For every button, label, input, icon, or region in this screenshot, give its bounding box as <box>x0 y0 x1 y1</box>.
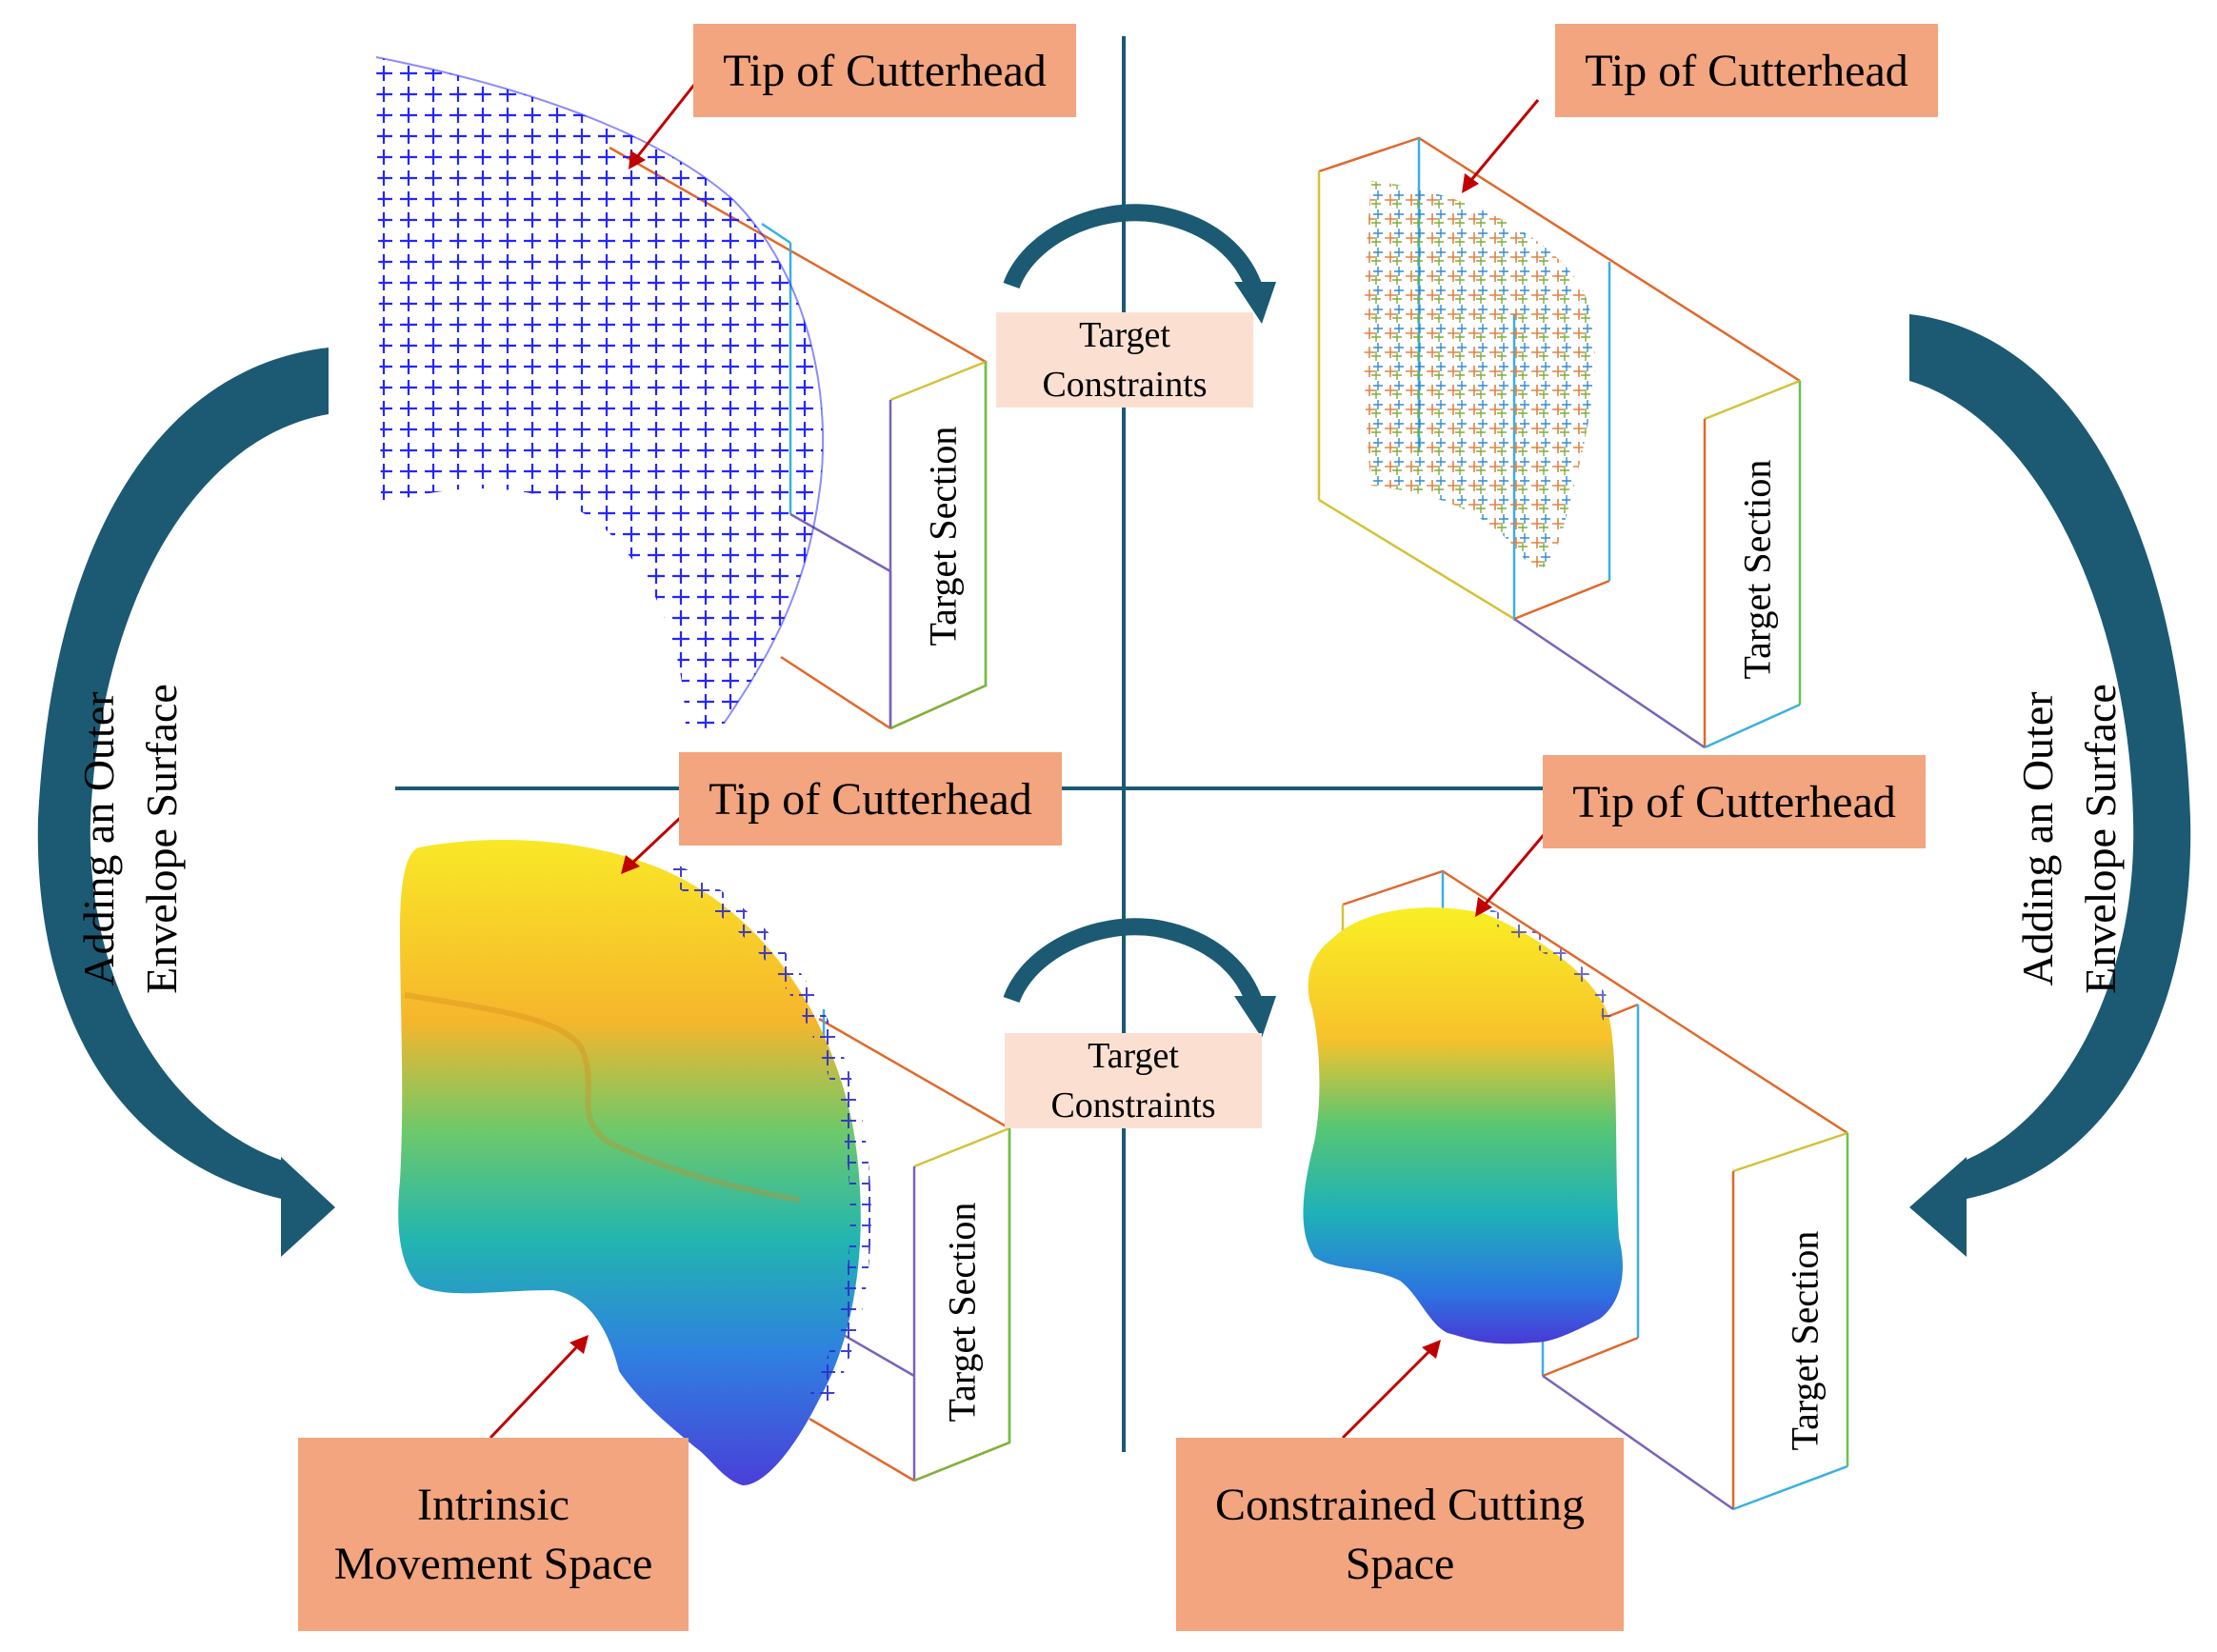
target-section-top-right: Target Section <box>1735 459 1779 680</box>
point-cloud-top-right <box>1364 181 1595 571</box>
arrow-right-envelope <box>1909 314 2191 1257</box>
constrained-line2: Space <box>1345 1538 1455 1589</box>
panel-top-left <box>375 56 988 733</box>
arrow-bottom-constraints <box>1003 918 1276 1038</box>
target-constraints-bottom-line2: Constraints <box>1050 1085 1216 1125</box>
pointer-top-left <box>631 70 707 163</box>
panel-top-right <box>1317 99 1802 749</box>
pointer-intrinsic-space <box>489 1341 583 1440</box>
arrow-top-constraints <box>1003 204 1276 324</box>
target-constraints-bottom: Target Constraints <box>1005 1033 1262 1128</box>
pointer-constrained-space <box>1341 1345 1435 1440</box>
point-cloud-top-left <box>376 57 824 733</box>
intrinsic-line1: Intrinsic <box>417 1479 569 1530</box>
target-section-top-left: Target Section <box>921 426 965 647</box>
arrow-left-envelope <box>37 348 335 1257</box>
callout-tip-bottom-left: Tip of Cutterhead <box>679 752 1062 846</box>
side-text-left-line1: Adding an Outer <box>74 691 123 986</box>
side-text-right: Adding an Outer Envelope Surface <box>2007 682 2132 996</box>
callout-tip-bottom-right: Tip of Cutterhead <box>1543 755 1926 848</box>
side-text-right-line1: Adding an Outer <box>2013 691 2062 986</box>
target-constraints-top-line1: Target <box>1079 315 1170 355</box>
intrinsic-movement-space-label: Intrinsic Movement Space <box>298 1438 689 1631</box>
constrained-cutting-surface <box>1303 907 1623 1344</box>
callout-tip-top-left: Tip of Cutterhead <box>693 24 1076 117</box>
pointer-top-right <box>1465 99 1540 187</box>
target-section-bottom-right: Target Section <box>1783 1230 1827 1451</box>
side-text-right-line2: Envelope Surface <box>2076 684 2125 994</box>
intrinsic-line2: Movement Space <box>333 1538 653 1589</box>
constrained-line1: Constrained Cutting <box>1215 1479 1585 1530</box>
callout-tip-top-right: Tip of Cutterhead <box>1555 24 1938 117</box>
panel-bottom-right <box>1303 829 1849 1511</box>
target-constraints-top: Target Constraints <box>996 312 1253 408</box>
constrained-cutting-space-label: Constrained Cutting Space <box>1176 1438 1624 1631</box>
pointer-bottom-right-tip <box>1479 829 1549 910</box>
target-constraints-top-line2: Constraints <box>1042 365 1208 405</box>
target-constraints-bottom-line1: Target <box>1088 1036 1179 1076</box>
intrinsic-movement-surface <box>398 840 861 1485</box>
side-text-left: Adding an Outer Envelope Surface <box>68 682 193 996</box>
side-text-left-line2: Envelope Surface <box>137 684 186 994</box>
target-section-bottom-left: Target Section <box>940 1202 984 1423</box>
panel-bottom-left <box>398 788 1011 1485</box>
